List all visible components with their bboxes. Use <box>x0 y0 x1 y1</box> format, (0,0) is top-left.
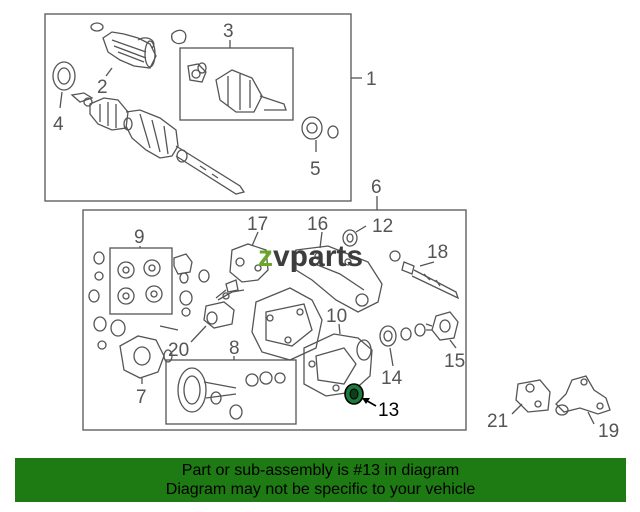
callout-18: 18 <box>427 242 448 263</box>
part-20-shaft <box>203 289 245 329</box>
part-boot <box>90 22 157 69</box>
part-7-diff-case <box>119 335 173 379</box>
callout-13[interactable]: 13 <box>378 400 399 421</box>
brand-watermark: zvparts <box>258 240 363 273</box>
svg-text:zvparts: zvparts <box>258 240 363 273</box>
callout-4: 4 <box>53 114 64 135</box>
callout-9: 9 <box>134 227 145 248</box>
callout-12: 12 <box>372 216 393 237</box>
callout-2: 2 <box>97 77 108 98</box>
part-14-seals <box>379 323 426 347</box>
callout-16: 16 <box>307 214 328 235</box>
part-pinion-gears <box>117 259 163 305</box>
part-8-ring-gear <box>177 367 286 420</box>
callout-6: 6 <box>371 177 382 198</box>
part-18-shaft <box>389 250 460 300</box>
leader-arrow-13 <box>362 398 370 404</box>
brand-watermark-prefix: z <box>258 240 273 273</box>
part-clip <box>171 29 187 45</box>
part-bearing-5 <box>301 116 339 140</box>
callout-17: 17 <box>247 214 268 235</box>
callout-3: 3 <box>223 21 234 42</box>
callout-7: 7 <box>136 387 147 408</box>
part-10-housing <box>303 333 373 397</box>
footer-line-1: Part or sub-assembly is #13 in diagram <box>181 462 460 479</box>
part-21-mount <box>515 379 551 413</box>
callout-8: 8 <box>229 338 240 359</box>
group-box-1 <box>44 13 352 202</box>
callout-5: 5 <box>310 159 321 180</box>
part-axle-shaft <box>70 92 246 195</box>
part-bushings <box>159 253 210 331</box>
part-16-cover <box>295 245 383 313</box>
part-12-nut <box>342 229 358 247</box>
part-19-bracket <box>555 375 611 416</box>
callout-19: 19 <box>598 421 619 442</box>
callout-1: 1 <box>366 69 377 90</box>
footer-banner: Part or sub-assembly is #13 in diagram D… <box>15 458 626 502</box>
part-15-flange <box>425 311 459 341</box>
part-case-cover <box>251 287 323 361</box>
leader-lines <box>59 40 595 425</box>
callout-10: 10 <box>326 306 347 327</box>
exploded-parts-diagram: 1 2 3 4 5 6 7 8 9 10 12 13 14 15 16 17 1… <box>44 13 619 442</box>
group-box-9 <box>109 247 173 315</box>
callout-14: 14 <box>381 368 403 389</box>
group-box-3 <box>179 47 294 121</box>
group-box-6 <box>82 209 467 431</box>
part-seal-4 <box>52 61 76 91</box>
callout-20: 20 <box>168 340 189 361</box>
brand-watermark-rest: vparts <box>273 240 363 273</box>
part-13-highlighted[interactable] <box>344 383 364 405</box>
part-17-bracket <box>225 243 269 293</box>
callout-15: 15 <box>444 351 465 372</box>
footer-line-2: Diagram may not be specific to your vehi… <box>165 481 476 498</box>
part-inner-joint <box>187 62 287 113</box>
callout-21: 21 <box>487 411 508 432</box>
group-box-8 <box>165 359 297 425</box>
part-washers-left <box>88 251 126 350</box>
